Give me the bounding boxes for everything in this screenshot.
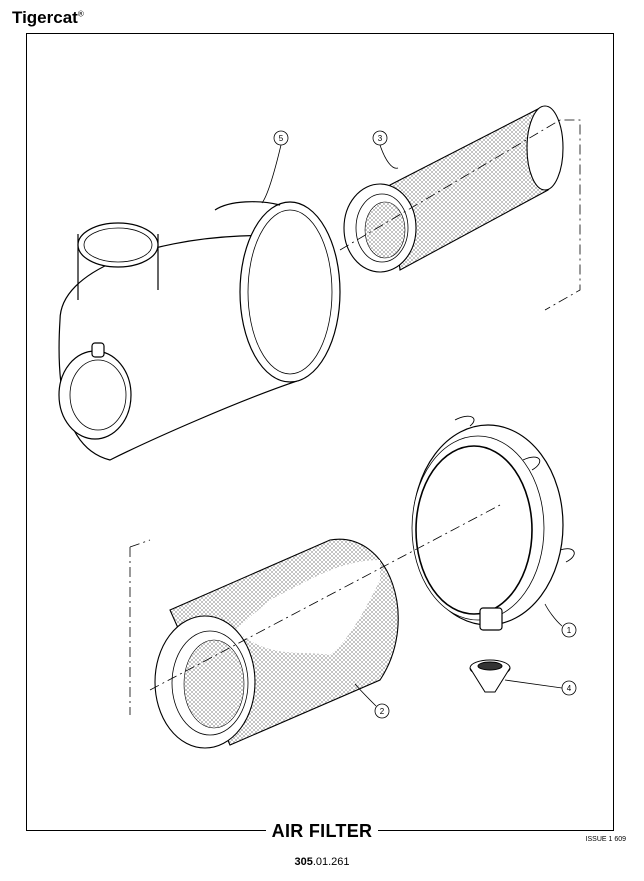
- brand-name: Tigercat: [12, 8, 78, 27]
- callout-5-label: 5: [279, 134, 284, 143]
- callout-4-label: 4: [567, 684, 572, 693]
- callout-2: 2: [374, 703, 390, 719]
- vacuator-valve: [469, 659, 511, 693]
- callout-4: 4: [561, 680, 577, 696]
- page-number: 305.01.261: [0, 856, 644, 868]
- diagram-title: AIR FILTER: [265, 821, 379, 841]
- primary-filter-element: [154, 538, 399, 749]
- inner-safety-element: [343, 105, 564, 273]
- callout-leaders: [261, 144, 563, 707]
- center-lines: [129, 119, 581, 715]
- callout-3: 3: [372, 130, 388, 146]
- page-number-rest: .01.261: [312, 856, 350, 868]
- brand-logo: Tigercat®: [12, 8, 84, 28]
- filter-cover: [411, 415, 575, 631]
- registered-mark: ®: [77, 9, 84, 19]
- issue-label: ISSUE 1 609: [585, 836, 626, 843]
- callout-2-label: 2: [380, 707, 385, 716]
- callout-1: 1: [561, 622, 577, 638]
- callout-1-label: 1: [567, 626, 572, 635]
- callout-5: 5: [273, 130, 289, 146]
- callout-3-label: 3: [378, 134, 383, 143]
- filter-housing: [58, 201, 341, 461]
- diagram-title-wrap: AIR FILTER: [0, 821, 644, 842]
- page-number-bold: 305: [294, 856, 313, 868]
